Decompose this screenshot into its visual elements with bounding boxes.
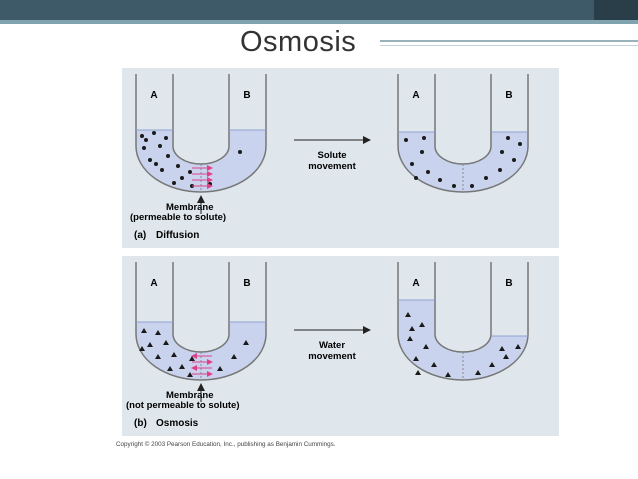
arm-a-label: A xyxy=(412,278,419,289)
slide-title: Osmosis xyxy=(240,26,357,58)
arrow-label-line1: Water xyxy=(319,340,345,351)
membrane-arrows xyxy=(192,165,213,189)
membrane-label: Membrane xyxy=(166,390,214,401)
osmosis-panel: A B Water movement A B Membrane (not per… xyxy=(122,256,559,436)
arm-b-label: B xyxy=(243,90,250,101)
membrane-label: Membrane xyxy=(166,202,214,213)
membrane-note: (permeable to solute) xyxy=(130,212,226,223)
solute-particles xyxy=(139,328,249,377)
copyright-notice: Copyright © 2003 Pearson Education, Inc.… xyxy=(116,441,336,448)
osmosis-figure: A B Water movement A B Membrane (not per… xyxy=(126,262,529,429)
header-accent xyxy=(594,0,638,20)
arrow-label-line2: movement xyxy=(308,161,356,172)
title-rule-secondary xyxy=(380,45,638,46)
arm-b-label: B xyxy=(505,278,512,289)
arm-b-label: B xyxy=(505,90,512,101)
membrane-note: (not permeable to solute) xyxy=(126,400,239,411)
membrane-arrows xyxy=(191,353,213,377)
arrow-label-line1: Solute xyxy=(317,150,346,161)
title-rule xyxy=(380,40,638,42)
arm-a-label: A xyxy=(150,90,157,101)
caption-letter: (a) xyxy=(134,230,146,241)
u-tube-before: A B xyxy=(135,262,267,402)
solute-particles xyxy=(404,136,522,188)
arm-b-label: B xyxy=(243,278,250,289)
u-tube-after: A B xyxy=(397,262,529,381)
diffusion-figure: A B Solute movement A B Membrane (p xyxy=(130,74,529,241)
caption-text: Diffusion xyxy=(156,230,199,241)
header-bar xyxy=(0,0,638,20)
arm-a-label: A xyxy=(150,278,157,289)
solute-particles xyxy=(405,312,521,377)
u-tube-before: A B xyxy=(135,74,267,214)
u-tube-after: A B xyxy=(397,74,529,193)
arrow-label-line2: movement xyxy=(308,351,356,362)
diffusion-panel: A B Solute movement A B Membrane (p xyxy=(122,68,559,248)
arm-a-label: A xyxy=(412,90,419,101)
header-line xyxy=(0,20,638,24)
caption-letter: (b) xyxy=(134,418,147,429)
caption-text: Osmosis xyxy=(156,418,199,429)
